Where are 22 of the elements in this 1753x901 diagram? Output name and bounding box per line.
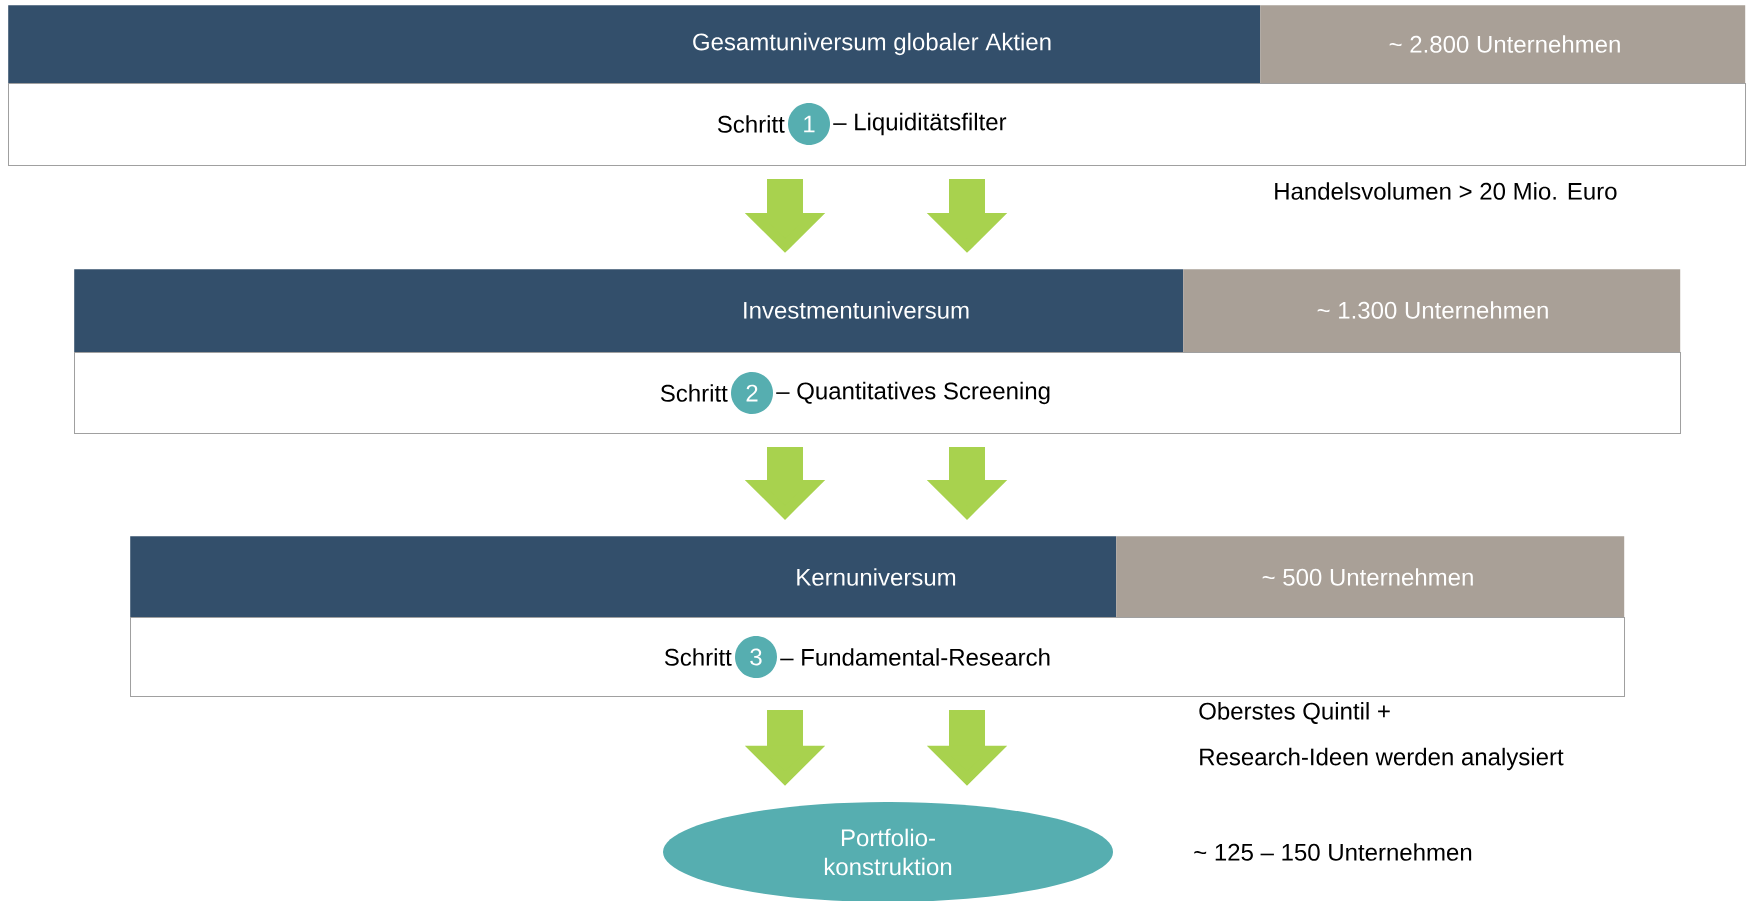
band: ~ 1.300 Unternehmen (1183, 269, 1681, 353)
band: ~ 2.800 Unternehmen (1260, 5, 1746, 84)
step-number: 2 (731, 372, 773, 414)
step-label: Schritt (717, 115, 785, 133)
step-label: Schritt (660, 384, 728, 402)
step-label: – Quantitatives Screening (776, 381, 1050, 405)
step-label: – Liquiditätsfilter (833, 112, 1007, 136)
note: Handelsvolumen > 20 Mio. Euro (1275, 182, 1617, 200)
band: ~ 500 Unternehmen (1116, 536, 1625, 618)
count-label: ~ 125 – 150 Unternehmen (1194, 843, 1472, 861)
step-label: – Fundamental-Research (780, 648, 1050, 666)
band: Kernuniversum (130, 536, 1117, 618)
band: Gesamtuniversum globaler Aktien (8, 5, 1261, 84)
step-number: 1 (788, 103, 830, 145)
step-label: Schritt (664, 648, 732, 666)
note: Oberstes Quintil + (1199, 702, 1390, 724)
step-band (130, 617, 1625, 697)
step-number: 3 (735, 636, 777, 678)
step-band (74, 352, 1681, 434)
band: Investmentuniversum (74, 269, 1184, 353)
step-band (8, 83, 1746, 166)
note: Research-Ideen werden analysiert (1200, 747, 1564, 771)
